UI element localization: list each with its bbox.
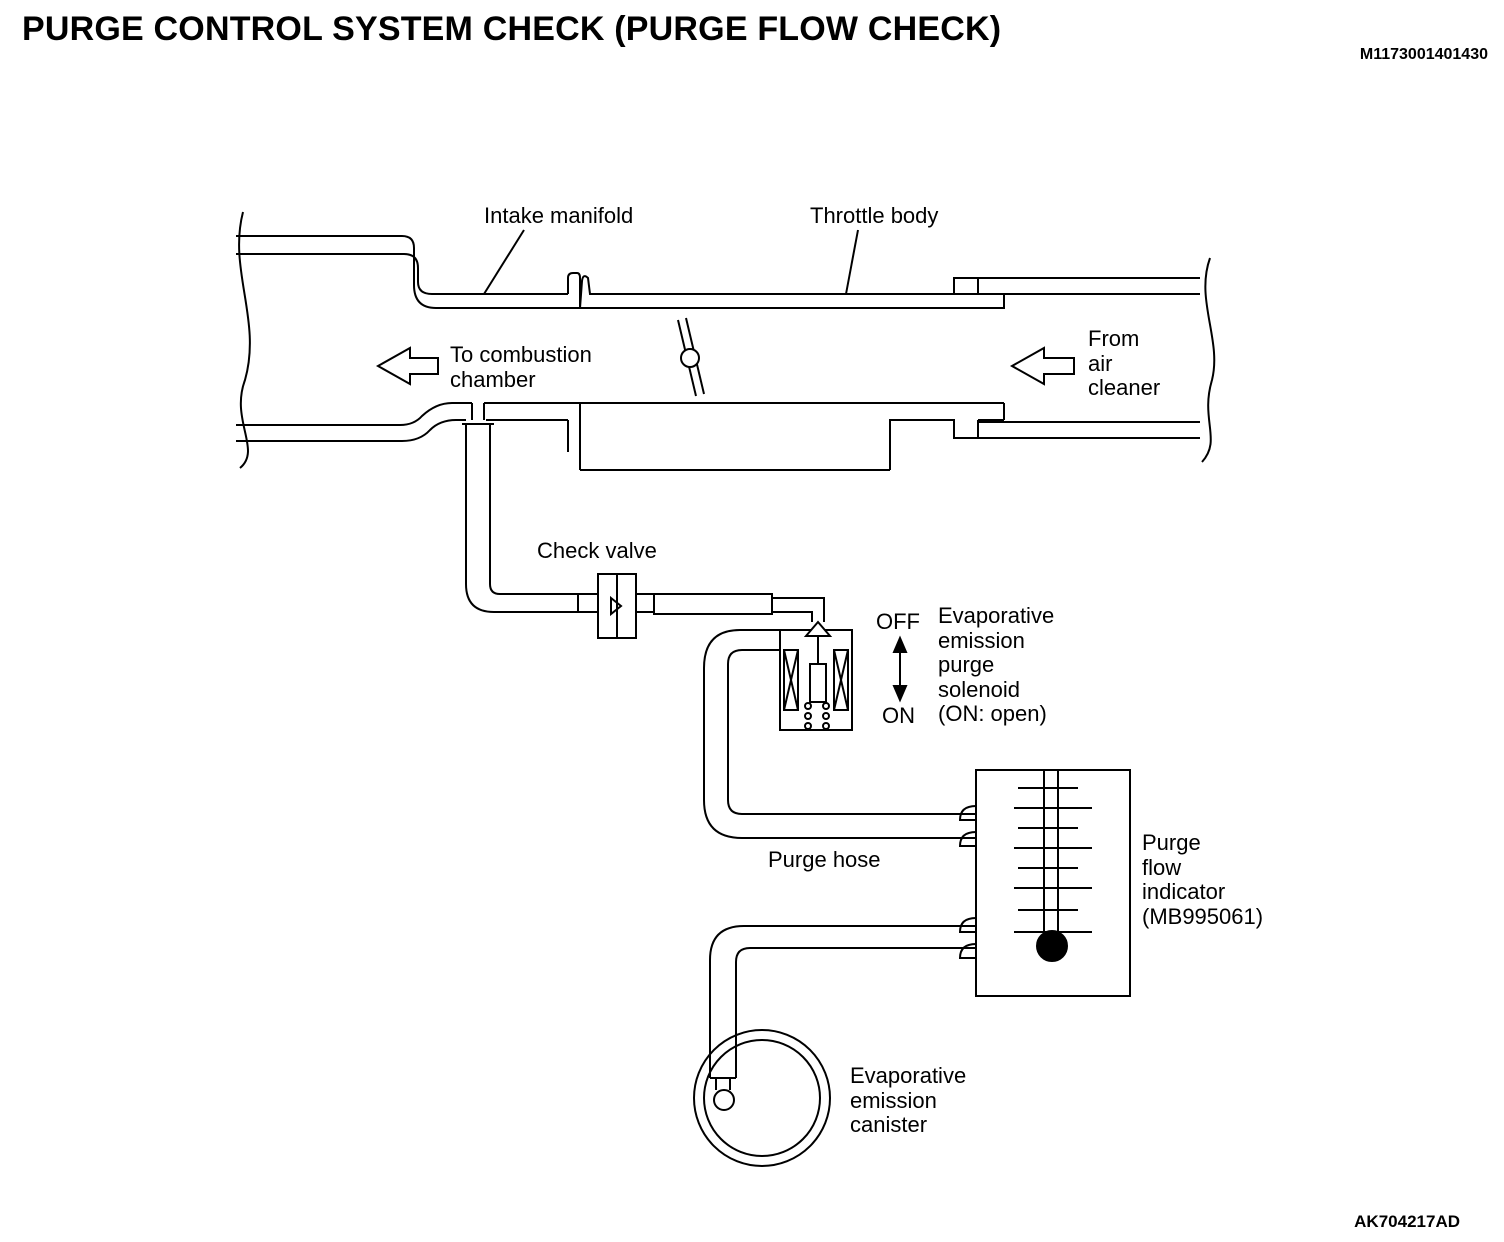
purge-hose-inner — [727, 649, 976, 815]
hose-check-to-solenoid — [653, 593, 825, 622]
evaporative-canister — [693, 1029, 831, 1167]
purge-hose — [703, 629, 976, 839]
page-title: PURGE CONTROL SYSTEM CHECK (PURGE FLOW C… — [22, 10, 1002, 48]
arrow-from-air-cleaner — [1009, 346, 1075, 386]
figure-id: AK704217AD — [1354, 1212, 1460, 1231]
label-purge-flow-indicator: Purge flow indicator (MB995061) — [1142, 830, 1264, 929]
canister-hose — [709, 925, 976, 1078]
label-line: chamber — [450, 366, 536, 392]
leader-intake-manifold — [483, 229, 525, 295]
throttle-valve — [677, 317, 705, 397]
purge-solenoid — [779, 620, 853, 731]
purge-line-inner — [489, 424, 578, 595]
duct-break-left — [238, 211, 251, 469]
label-evaporative-canister: Evaporative emission canister — [850, 1063, 967, 1138]
label-off: OFF — [876, 609, 920, 634]
label-on: ON — [882, 703, 915, 728]
label-line: Evaporative — [938, 603, 1055, 628]
label-line: To combustion — [450, 342, 592, 367]
label-line: cleaner — [1088, 375, 1161, 400]
label-throttle-body: Throttle body — [810, 203, 939, 228]
label-line: flow — [1142, 854, 1182, 880]
label-line: purge — [938, 652, 995, 677]
label-from-air-cleaner: From air cleaner — [1088, 326, 1161, 401]
label-purge-hose: Purge hose — [768, 847, 881, 872]
document-id: M1173001401430 — [1359, 46, 1488, 63]
label-line: indicator — [1142, 879, 1226, 904]
throttle-body-upper-wall — [579, 275, 1200, 309]
throttle-body-lower-wall — [580, 402, 1200, 471]
label-line: canister — [850, 1112, 928, 1137]
label-to-combustion-chamber: To combustion chamber — [450, 342, 592, 392]
label-line: Purge — [1142, 830, 1201, 855]
label-line: emission — [850, 1087, 937, 1113]
arrow-to-combustion — [375, 346, 439, 386]
purge-line-upper — [465, 424, 578, 613]
off-on-arrow — [892, 635, 908, 703]
leader-throttle-body — [845, 229, 859, 295]
label-line: From — [1088, 326, 1140, 351]
duct-break-right — [1201, 257, 1216, 463]
label-line: solenoid — [938, 676, 1020, 702]
label-intake-manifold: Intake manifold — [484, 203, 634, 228]
canister-hose-inner — [735, 947, 976, 1078]
label-line: Evaporative — [850, 1063, 967, 1088]
label-line: air — [1088, 350, 1113, 376]
label-check-valve: Check valve — [537, 538, 657, 563]
label-line: emission — [938, 627, 1025, 653]
label-line: (MB995061) — [1142, 903, 1264, 929]
label-purge-solenoid: Evaporative emission purge solenoid (ON:… — [938, 603, 1055, 727]
intake-manifold-lower-wall — [236, 402, 581, 470]
label-line: (ON: open) — [938, 701, 1047, 726]
